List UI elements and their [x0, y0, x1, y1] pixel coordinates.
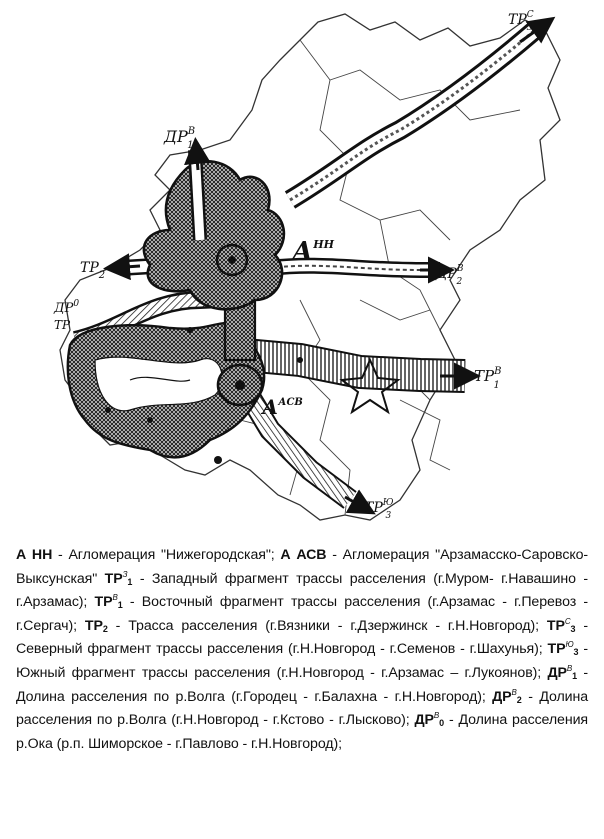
legend-term: ДР — [547, 664, 567, 681]
legend-term: ТР — [547, 641, 566, 658]
legend-sub: 2 — [516, 694, 522, 705]
legend-term: ТР — [84, 617, 103, 634]
region-boundary — [59, 13, 561, 521]
legend-desc: - Восточный фрагмент трассы расселения (… — [16, 594, 588, 634]
legend-sub: 1 — [572, 670, 577, 681]
settlement-points — [105, 327, 303, 464]
legend-desc: - Долина расселения по р.Волга (г.Городе… — [16, 664, 588, 705]
legend-sup: В — [112, 593, 118, 603]
legend-term: ДР — [414, 712, 434, 729]
legend-sub: 3 — [570, 623, 576, 634]
district-lines — [239, 39, 521, 516]
legend-term: ДР — [492, 688, 512, 705]
legend-term: ТР — [104, 570, 123, 587]
legend-desc: - Долина расселения р.Ока (р.п. Шиморско… — [16, 712, 588, 752]
trace-south-arrow — [344, 489, 376, 515]
label-tr2: ТР2 — [80, 260, 105, 281]
legend-sup: В — [433, 711, 440, 721]
legend-desc: - Трасса расселения (г.Вязники - г.Дзерж… — [107, 617, 547, 634]
legend-sup: Ю — [565, 640, 574, 650]
legend-desc: - Западный фрагмент трассы расселения (г… — [16, 570, 588, 611]
label-a-asv: ААСВ — [260, 395, 303, 419]
legend-sub: 3 — [573, 647, 579, 658]
legend-desc: - Долина расселения по р.Волга (г.Н.Новг… — [16, 688, 588, 729]
legend-desc: - Агломерация "Нижегородская"; — [52, 547, 281, 563]
legend-sub: 1 — [127, 576, 133, 587]
label-a-nn: АНН — [290, 237, 335, 267]
legend-sup: В — [511, 687, 517, 697]
label-tr-west: ТР — [54, 318, 71, 332]
legend-sub: 2 — [102, 623, 108, 634]
legend-sup: С — [564, 616, 571, 626]
legend-sub: 1 — [117, 600, 123, 611]
legend-sup: В — [566, 663, 573, 673]
legend-sup: З — [122, 569, 128, 579]
star-symbol — [339, 357, 401, 415]
legend-text: А НН - Агломерация "Нижегородская"; А АС… — [16, 544, 588, 756]
label-dr-west: ДР0 — [53, 299, 79, 316]
agglomeration-nn — [142, 160, 286, 311]
legend-desc: - Агломерация "Арзамасско-Саровско-Выксу… — [16, 547, 589, 587]
legend-term: А АСВ — [280, 547, 327, 563]
legend-term: А НН — [16, 547, 53, 563]
legend-desc: - Южный фрагмент трассы расселения (г.Н.… — [16, 641, 589, 681]
legend-term: ТР — [94, 594, 113, 611]
legend-term: ТР — [546, 617, 565, 634]
trace-north-arrow — [519, 16, 556, 44]
legend-desc: - Северный фрагмент трассы расселения (г… — [16, 617, 588, 658]
legend-sub: 0 — [439, 718, 445, 729]
